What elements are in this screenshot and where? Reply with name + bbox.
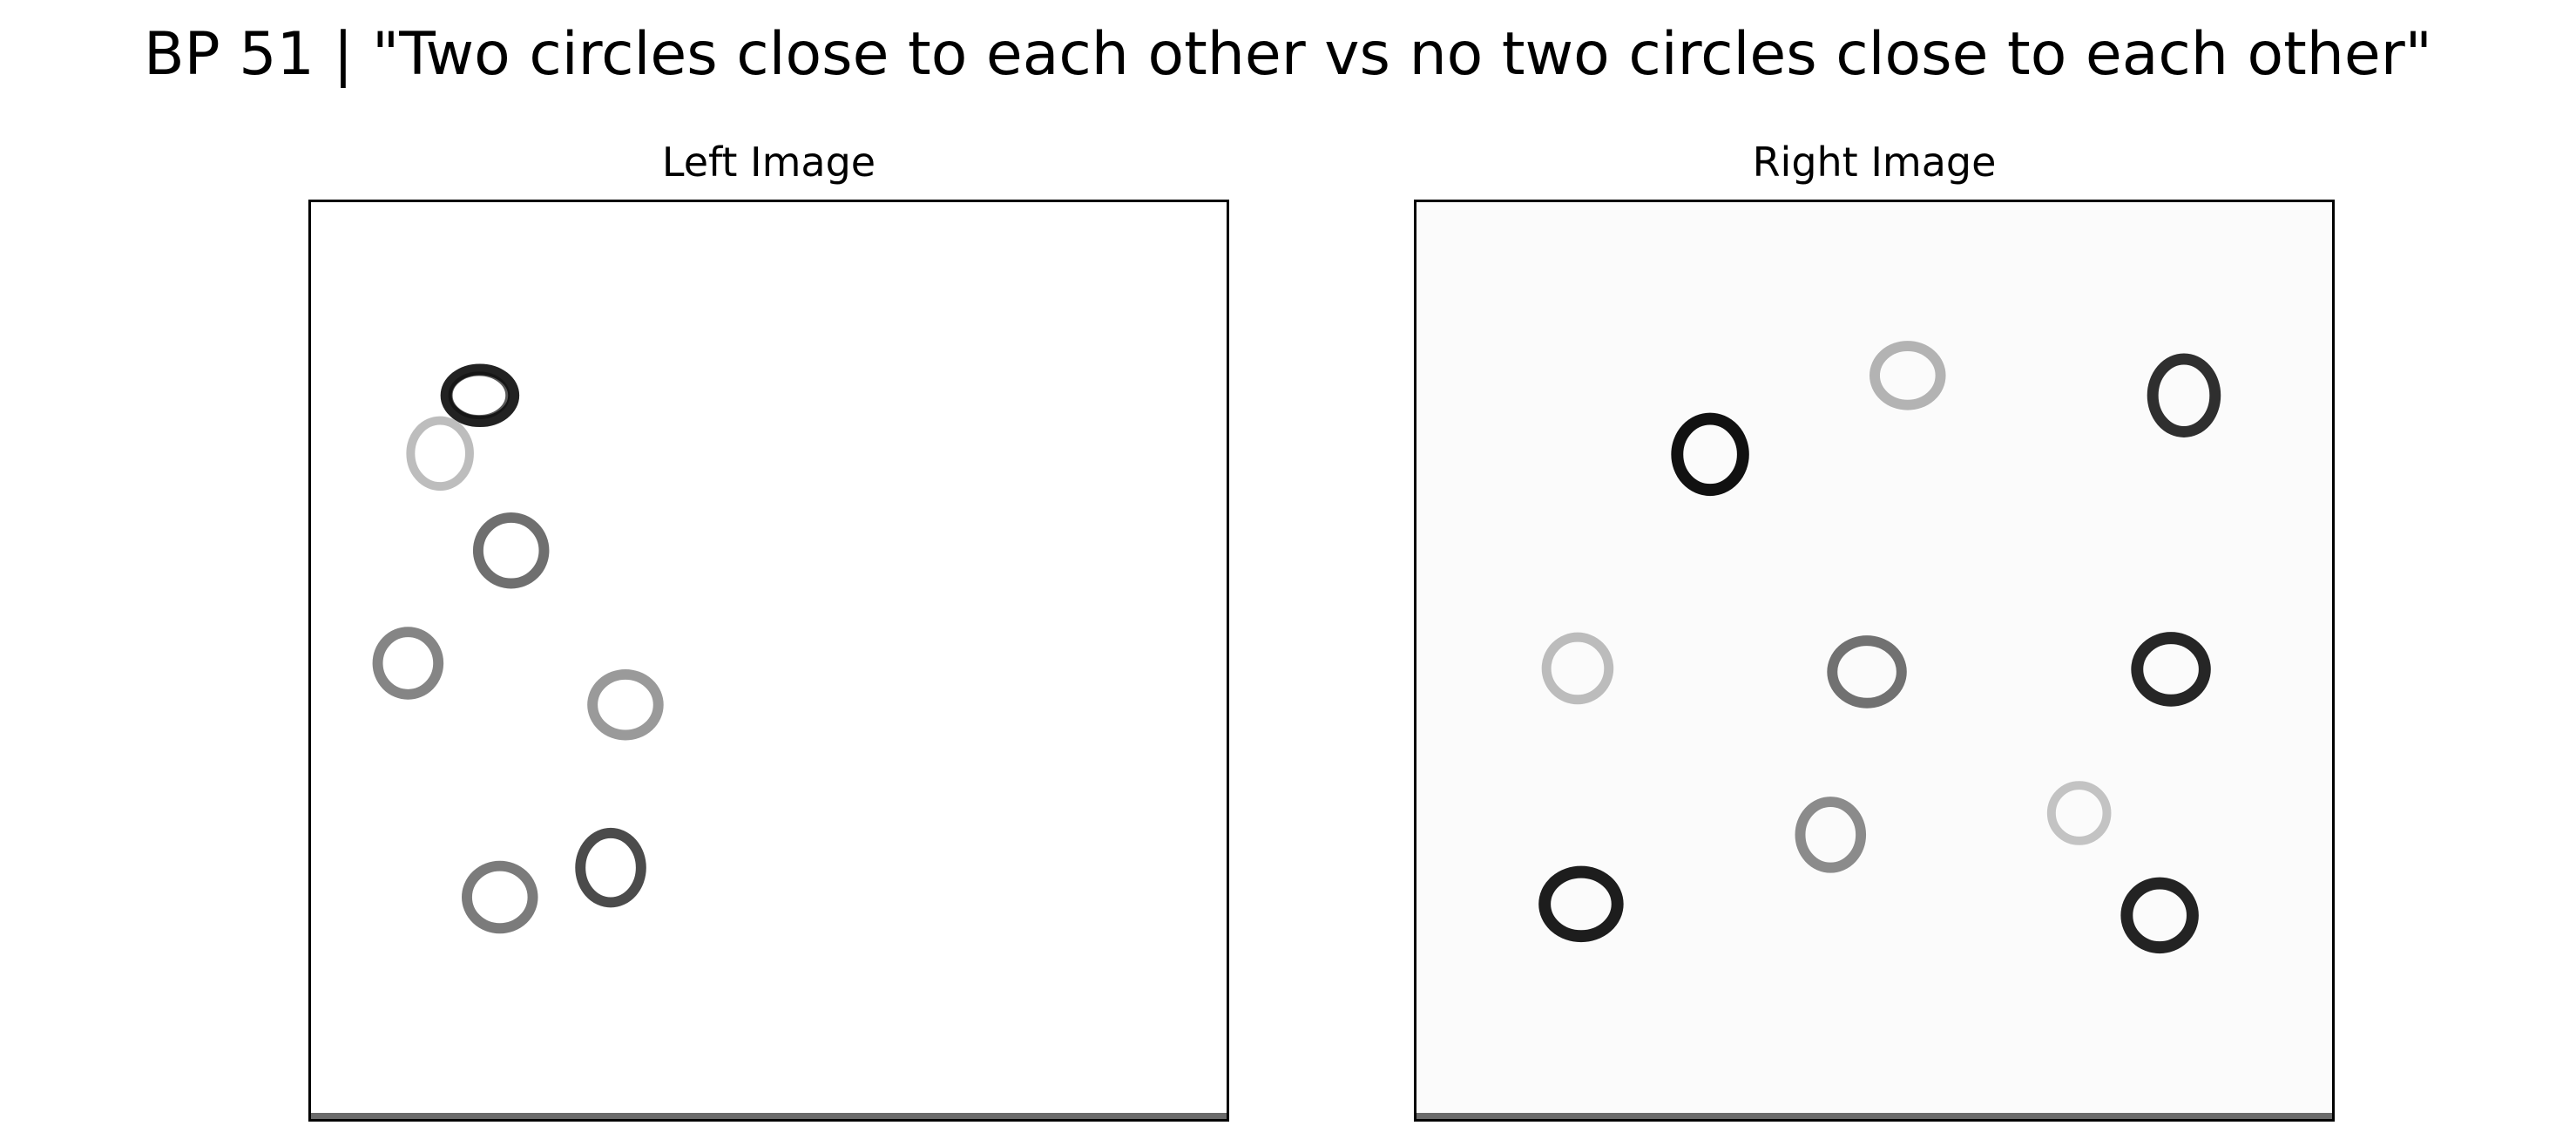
- figure-title: BP 51 | "Two circles close to each other…: [144, 20, 2432, 89]
- right-image-panel: [1414, 200, 2335, 1122]
- left-circle-1: [440, 363, 520, 428]
- left-panel-title: Left Image: [661, 139, 876, 186]
- right-circle-10: [2120, 877, 2199, 954]
- right-image-canvas: [1416, 202, 2332, 1119]
- right-circle-4: [1541, 632, 1614, 705]
- right-circle-5: [1827, 635, 1907, 709]
- left-panel-bottom-edge: [311, 1113, 1227, 1119]
- right-panel-bottom-edge: [1416, 1113, 2332, 1119]
- right-circle-3: [1671, 412, 1749, 497]
- left-circle-2: [406, 416, 474, 492]
- right-image-background: [1416, 202, 2332, 1119]
- right-circle-1: [1869, 341, 1946, 410]
- left-circle-5: [587, 668, 664, 741]
- left-circle-6: [462, 860, 538, 934]
- right-circle-7: [1795, 797, 1867, 873]
- right-circle-6: [2131, 632, 2211, 707]
- right-circle-2: [2147, 353, 2221, 437]
- right-circle-9: [1538, 865, 1624, 943]
- left-circle-3: [472, 512, 550, 589]
- right-circle-8: [2046, 781, 2112, 845]
- left-circle-7: [575, 827, 646, 908]
- left-circle-4: [372, 627, 444, 700]
- left-image-panel: [308, 200, 1229, 1122]
- right-panel-title: Right Image: [1752, 139, 1997, 186]
- left-image-canvas: [311, 202, 1227, 1119]
- left-circle-1-inner-shade: [448, 371, 510, 420]
- left-image-background: [311, 202, 1227, 1119]
